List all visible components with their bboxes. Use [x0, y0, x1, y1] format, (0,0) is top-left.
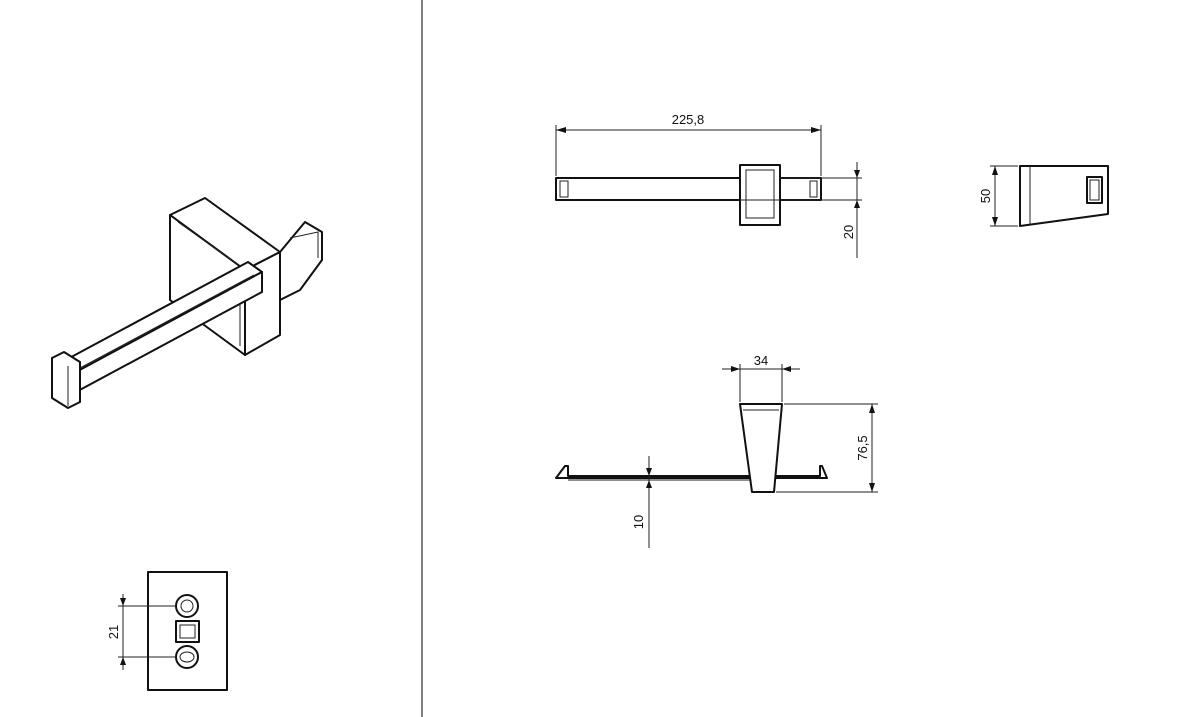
- top-view: 225,8 20: [555, 112, 862, 258]
- mounting-plate-view: 21: [106, 571, 228, 691]
- dim-bar-thickness: 10: [631, 515, 646, 529]
- dim-total-height: 76,5: [855, 435, 870, 460]
- isometric-view: [51, 197, 323, 409]
- side-view: 50: [978, 165, 1109, 227]
- dim-screw-spacing: 21: [106, 625, 121, 639]
- dim-plate-height: 50: [978, 189, 993, 203]
- dim-bracket-height: 20: [841, 225, 856, 239]
- dim-arm-width: 34: [754, 353, 768, 368]
- dim-bar-length: 225,8: [672, 112, 705, 127]
- front-view: 34 76,5 10: [555, 353, 878, 548]
